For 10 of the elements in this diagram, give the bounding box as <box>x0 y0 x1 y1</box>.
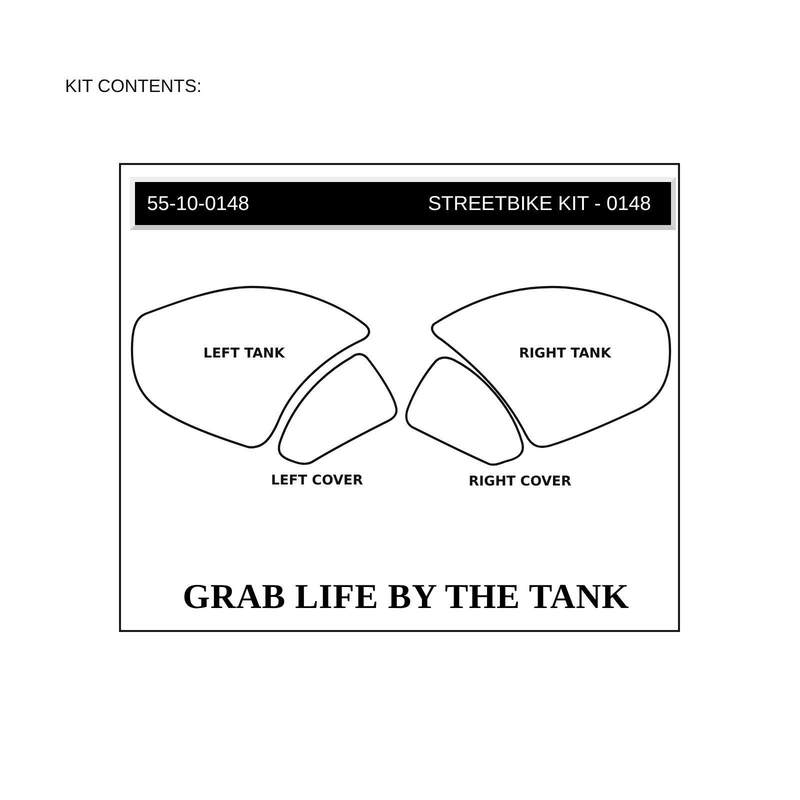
heading-text: KIT CONTENTS: <box>65 76 202 97</box>
pad-label: RIGHT TANK <box>518 347 612 361</box>
kit-panel <box>119 163 680 632</box>
header-bar <box>130 177 676 230</box>
pad-label: RIGHT COVER <box>468 475 572 489</box>
part-number: 55-10-0148 <box>147 194 250 214</box>
slogan-text: GRAB LIFE BY THE TANK <box>182 579 630 614</box>
kit-name: STREETBIKE KIT - 0148 <box>428 194 651 214</box>
pad-label: LEFT TANK <box>203 347 285 361</box>
pad-label: LEFT COVER <box>270 474 364 488</box>
